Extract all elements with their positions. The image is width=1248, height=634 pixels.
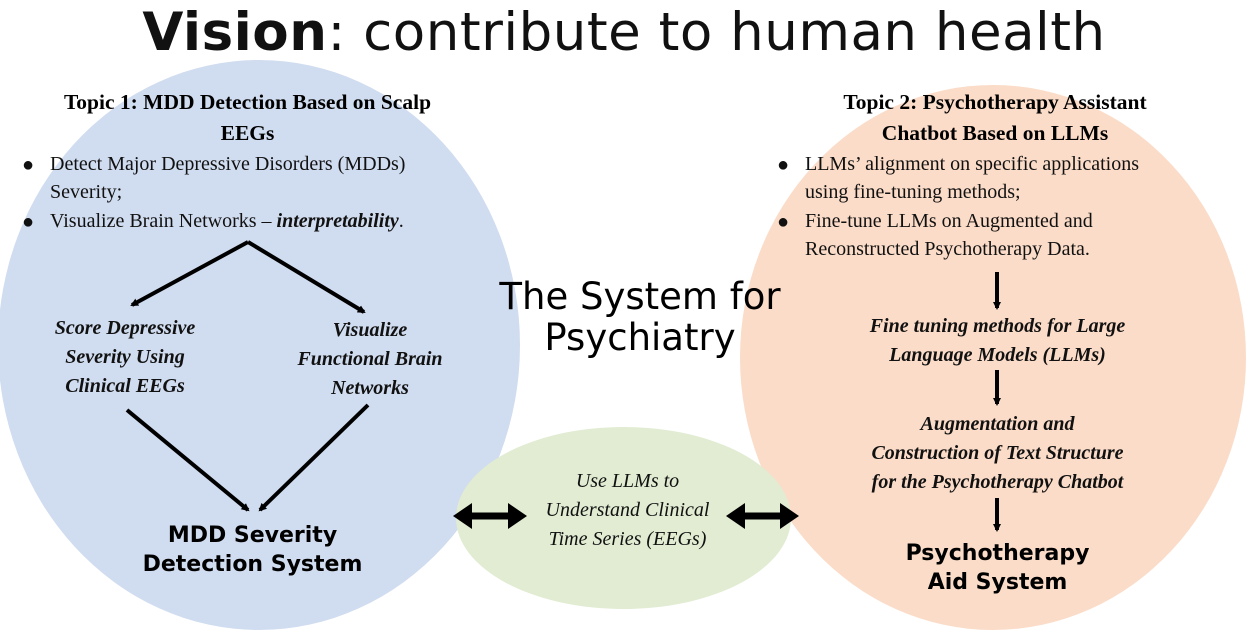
topic1-bullet2-suffix: . <box>398 210 404 232</box>
topic1-system: MDD Severity Detection System <box>100 521 405 579</box>
topic2-bullet-1: ● LLMs’ alignment on specific applicatio… <box>775 150 1235 206</box>
topic2-bullet-2: ● Fine-tune LLMs on Augmented and Recons… <box>775 207 1235 263</box>
double-arrow-right <box>726 503 799 529</box>
topic2-bullet2-line2: Reconstructed Psychotherapy Data. <box>805 238 1090 260</box>
bullet-dot-icon: ● <box>22 154 35 176</box>
split-arrow-right <box>246 240 366 314</box>
step2-line3: for the Psychotherapy Chatbot <box>871 471 1124 493</box>
topic2-bullet2-line1: Fine-tune LLMs on Augmented and <box>805 210 1093 232</box>
topic2-title: Topic 2: Psychotherapy Assistant Chatbot… <box>750 87 1240 149</box>
step1-line2: Language Models (LLMs) <box>889 344 1106 366</box>
branch-left-line3: Clinical EEGs <box>65 375 185 397</box>
topic2-system-line1: Psychotherapy <box>905 541 1090 566</box>
title-highlight: Vision <box>142 2 328 63</box>
topic2-title-line1: Topic 2: Psychotherapy Assistant <box>843 90 1147 114</box>
topic1-bullet2-prefix: Visualize Brain Networks – <box>50 210 277 232</box>
bridge-line1: Use LLMs to <box>575 470 680 492</box>
topic1-ellipse <box>0 60 520 630</box>
topic1-bullet-2: ● Visualize Brain Networks – interpretab… <box>20 207 500 235</box>
bullet-dot-icon: ● <box>777 211 790 233</box>
branch-left-line1: Score Depressive <box>54 317 196 339</box>
page-title: Vision: contribute to human health <box>0 2 1248 63</box>
merge-arrow-right <box>258 403 370 512</box>
topic2-bullet1-line2: using fine-tuning methods; <box>805 181 1021 203</box>
topic2-ellipse <box>740 85 1246 630</box>
topic1-title: Topic 1: MDD Detection Based on Scalp EE… <box>10 87 485 149</box>
double-arrow-left <box>453 503 527 529</box>
topic1-bullet1-line2: Severity; <box>50 181 123 203</box>
topic2-title-line2: Chatbot Based on LLMs <box>881 121 1109 145</box>
bridge-line2: Understand Clinical <box>545 499 710 521</box>
topic1-bullet-1: ● Detect Major Depressive Disorders (MDD… <box>20 150 500 206</box>
topic1-branch-right: Visualize Functional Brain Networks <box>265 316 475 403</box>
topic2-system: Psychotherapy Aid System <box>845 539 1150 597</box>
topic2-step2: Augmentation and Construction of Text St… <box>815 410 1180 497</box>
title-rest: : contribute to human health <box>327 2 1106 63</box>
branch-left-line2: Severity Using <box>65 346 185 368</box>
bullet-dot-icon: ● <box>777 154 790 176</box>
topic2-bullets: ● LLMs’ alignment on specific applicatio… <box>775 150 1235 264</box>
merge-arrow-left <box>125 408 250 512</box>
topic2-bullet1-line1: LLMs’ alignment on specific applications <box>805 153 1139 175</box>
center-title: The System for Psychiatry <box>440 276 840 358</box>
topic1-system-line2: Detection System <box>142 552 363 577</box>
step1-line1: Fine tuning methods for Large <box>869 315 1126 337</box>
branch-right-line3: Networks <box>331 377 409 399</box>
topic1-title-line1: Topic 1: MDD Detection Based on Scalp <box>63 90 432 114</box>
topic1-bullet2-emph: interpretability <box>276 210 399 232</box>
bridge-text: Use LLMs to Understand Clinical Time Ser… <box>500 467 755 554</box>
topic1-bullet1-line1: Detect Major Depressive Disorders (MDDs) <box>50 153 406 175</box>
topic1-branch-left: Score Depressive Severity Using Clinical… <box>20 314 230 401</box>
branch-right-line2: Functional Brain <box>297 348 443 370</box>
split-arrow-left <box>130 240 249 307</box>
center-title-line2: Psychiatry <box>544 316 736 359</box>
bridge-line3: Time Series (EEGs) <box>548 528 707 550</box>
topic2-system-line2: Aid System <box>927 570 1068 595</box>
bullet-dot-icon: ● <box>22 211 35 233</box>
step2-line2: Construction of Text Structure <box>871 442 1124 464</box>
topic1-title-line2: EEGs <box>220 121 275 145</box>
topic1-system-line1: MDD Severity <box>167 523 338 548</box>
branch-right-line1: Visualize <box>332 319 408 341</box>
topic2-step1: Fine tuning methods for Large Language M… <box>820 312 1175 370</box>
center-title-line1: The System for <box>499 275 781 318</box>
step2-line1: Augmentation and <box>920 413 1075 435</box>
topic1-bullets: ● Detect Major Depressive Disorders (MDD… <box>20 150 500 236</box>
